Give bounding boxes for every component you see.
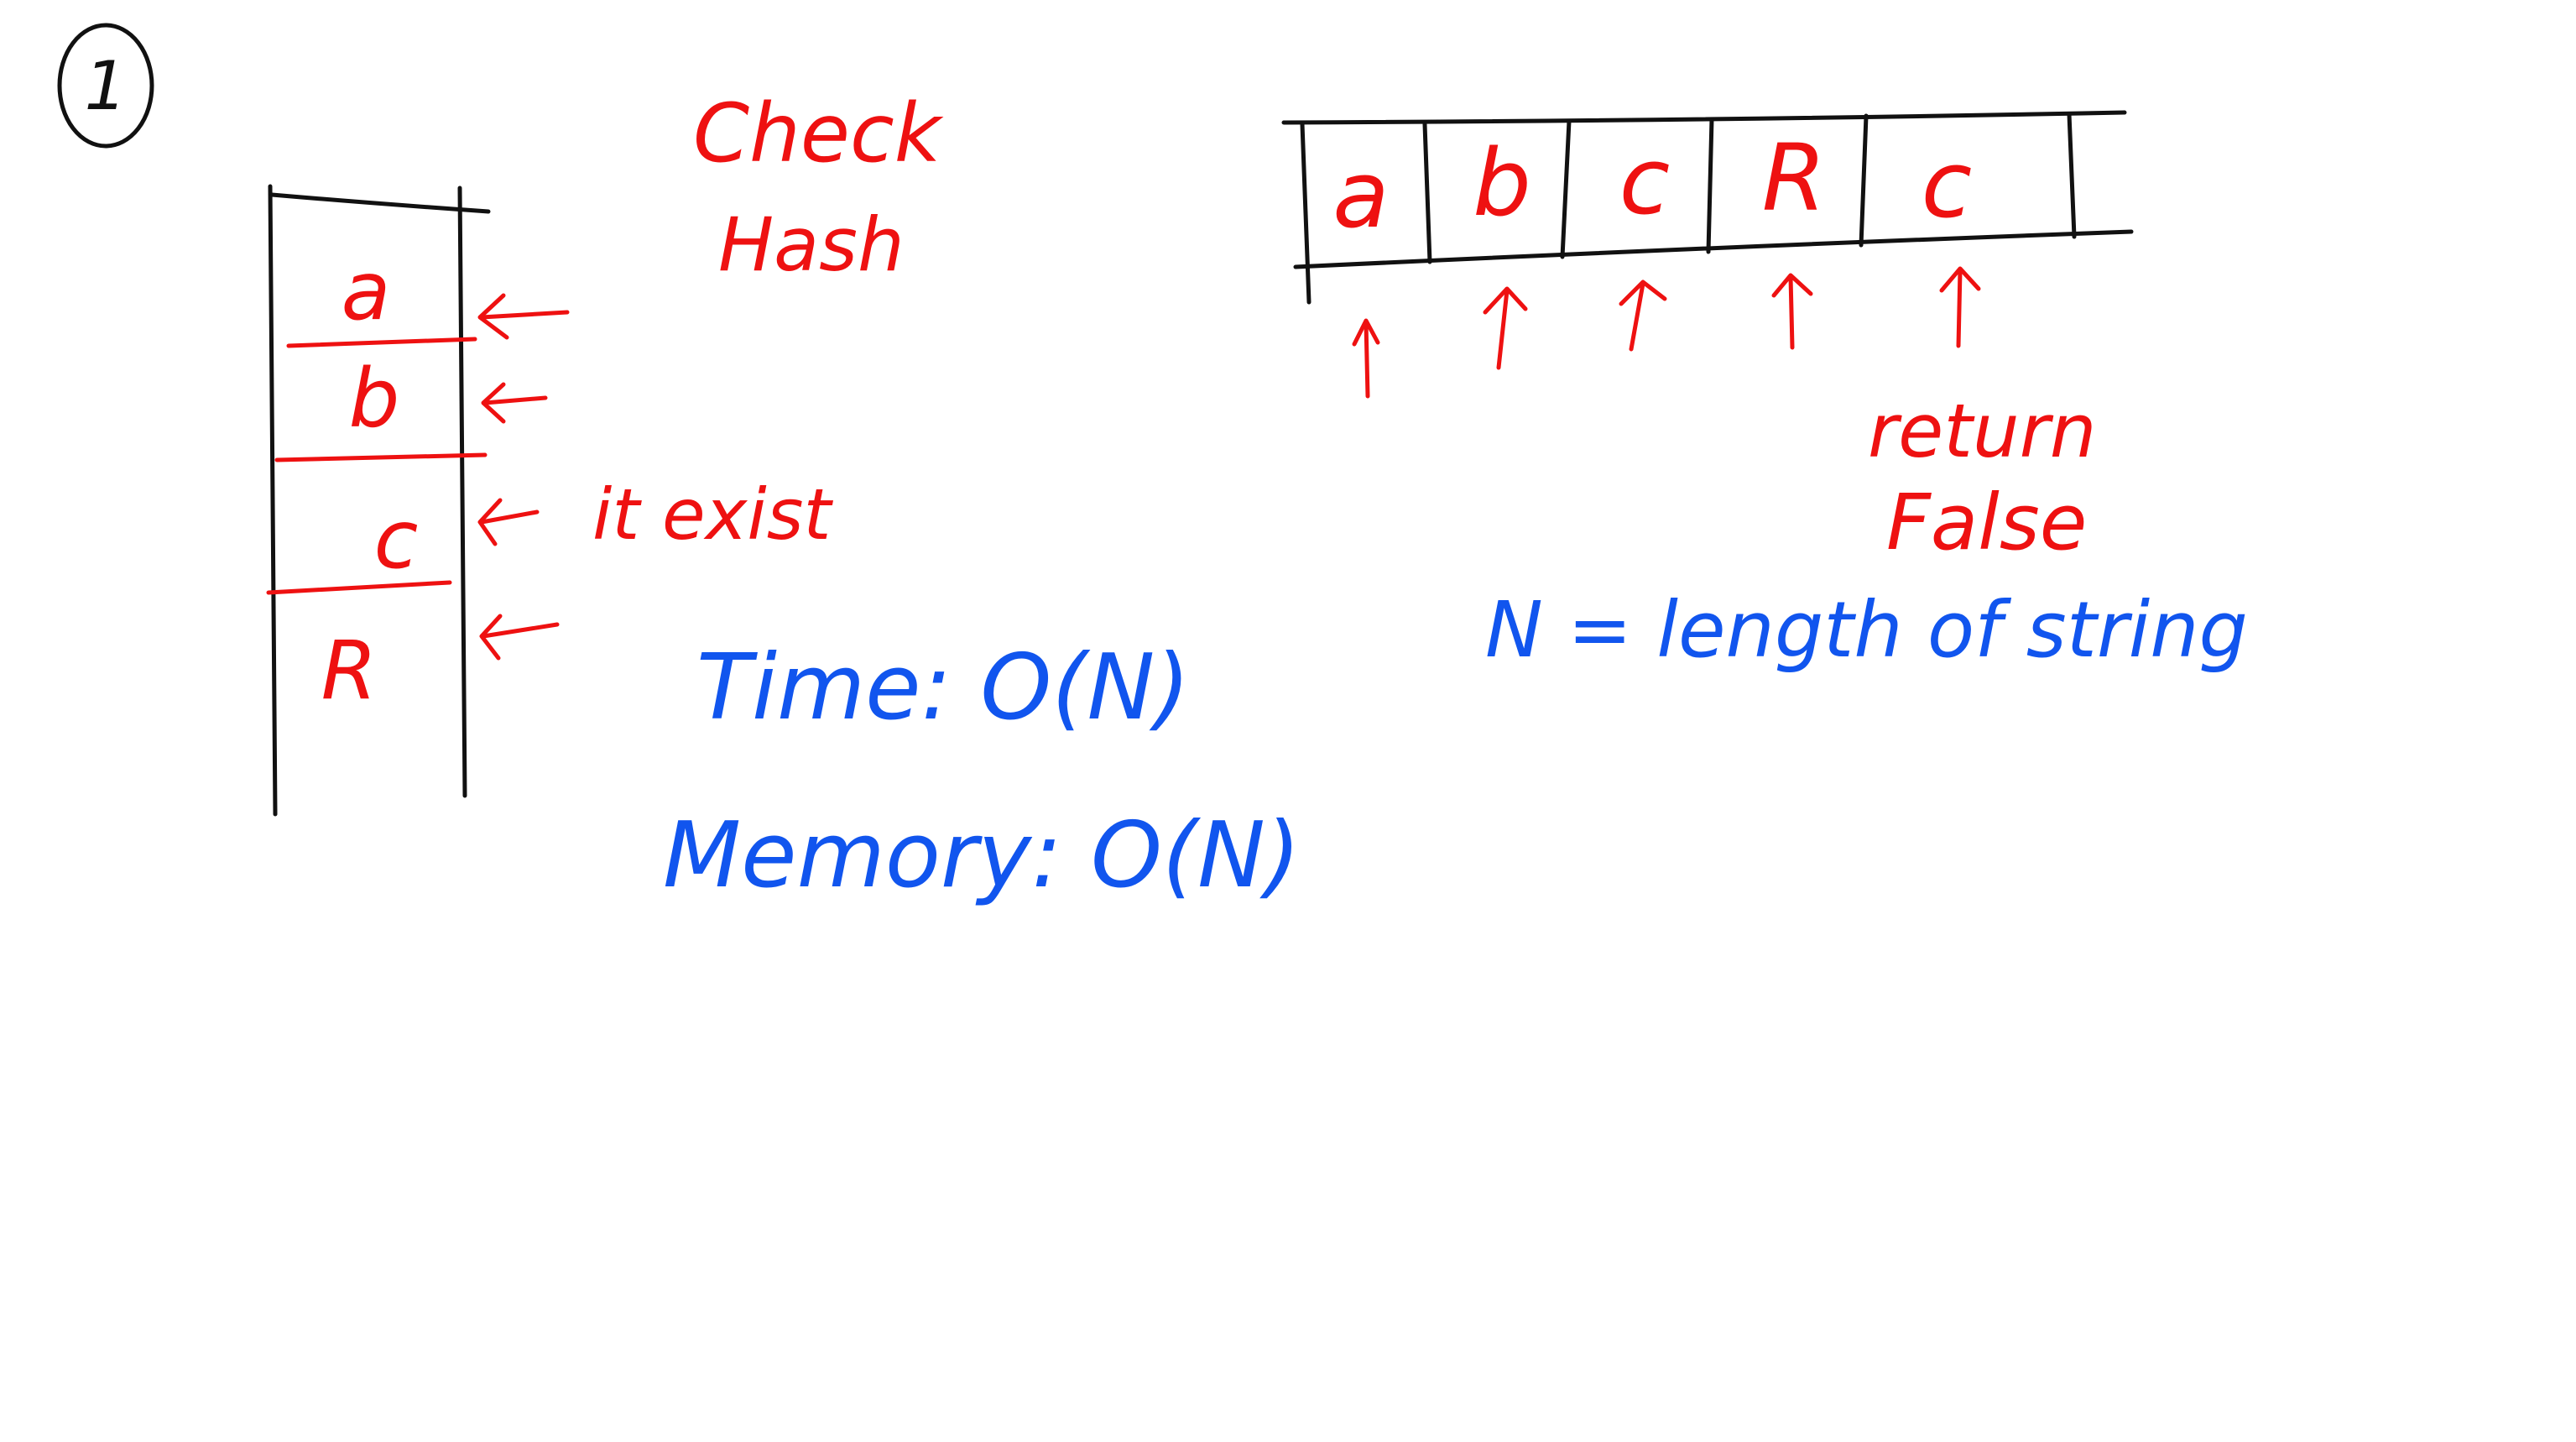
array-top-edge xyxy=(1281,110,2127,125)
pointer-arrow-icon xyxy=(1619,280,1667,352)
result-line1: return xyxy=(1868,388,2097,474)
array-char: c xyxy=(1922,131,1972,238)
memory-complexity: Memory: O(N) xyxy=(663,803,1301,908)
array-cell-border xyxy=(2067,112,2077,239)
stack-note: it exist xyxy=(592,473,833,556)
result-annotation: return False xyxy=(1868,388,2097,567)
stack-item: c xyxy=(374,493,419,587)
stack-item: a xyxy=(342,244,391,338)
lookup-arrow-icon xyxy=(477,293,570,340)
array-char: b xyxy=(1473,129,1531,237)
array-cell-border xyxy=(1422,122,1432,264)
stack-item: R xyxy=(321,624,378,718)
stack-left-wall xyxy=(268,184,278,817)
stack-divider xyxy=(274,452,488,462)
stack-divider xyxy=(266,580,452,595)
method-label: Check Hash xyxy=(693,86,944,288)
lookup-arrow-icon xyxy=(477,498,540,546)
array-cell-border xyxy=(1560,118,1572,259)
stack-item: b xyxy=(349,352,400,446)
array-cell-border xyxy=(1300,122,1311,305)
array-cell-border xyxy=(1859,113,1869,248)
stack-divider xyxy=(286,337,477,348)
array-char: c xyxy=(1619,128,1670,235)
time-complexity: Time: O(N) xyxy=(696,635,1190,740)
stack-right-wall xyxy=(457,185,467,798)
string-array: a b c R c xyxy=(1281,110,2134,399)
complexity-analysis: Time: O(N) Memory: O(N) xyxy=(663,635,1301,908)
step-circle xyxy=(57,23,154,149)
step-number: 1 xyxy=(85,47,128,125)
array-bottom-edge xyxy=(1293,229,2134,269)
lookup-arrow-icon xyxy=(479,614,560,661)
method-label-line1: Check xyxy=(693,86,944,180)
result-line2: False xyxy=(1886,478,2087,567)
pointer-arrow-icon xyxy=(1352,318,1380,399)
method-label-line2: Hash xyxy=(718,201,905,288)
pointer-arrow-icon xyxy=(1939,266,1981,348)
pointer-arrow-icon xyxy=(1483,286,1528,370)
step-marker: 1 xyxy=(57,23,154,149)
n-definition: N = length of string xyxy=(1485,585,2248,675)
hash-stack: a b c R it exist xyxy=(266,184,833,817)
pointer-arrow-icon xyxy=(1771,273,1813,350)
array-cell-border xyxy=(1706,117,1714,254)
array-char: R xyxy=(1762,124,1826,232)
array-char: a xyxy=(1332,141,1389,248)
stack-top-edge xyxy=(269,192,491,214)
lookup-arrow-icon xyxy=(481,382,548,424)
